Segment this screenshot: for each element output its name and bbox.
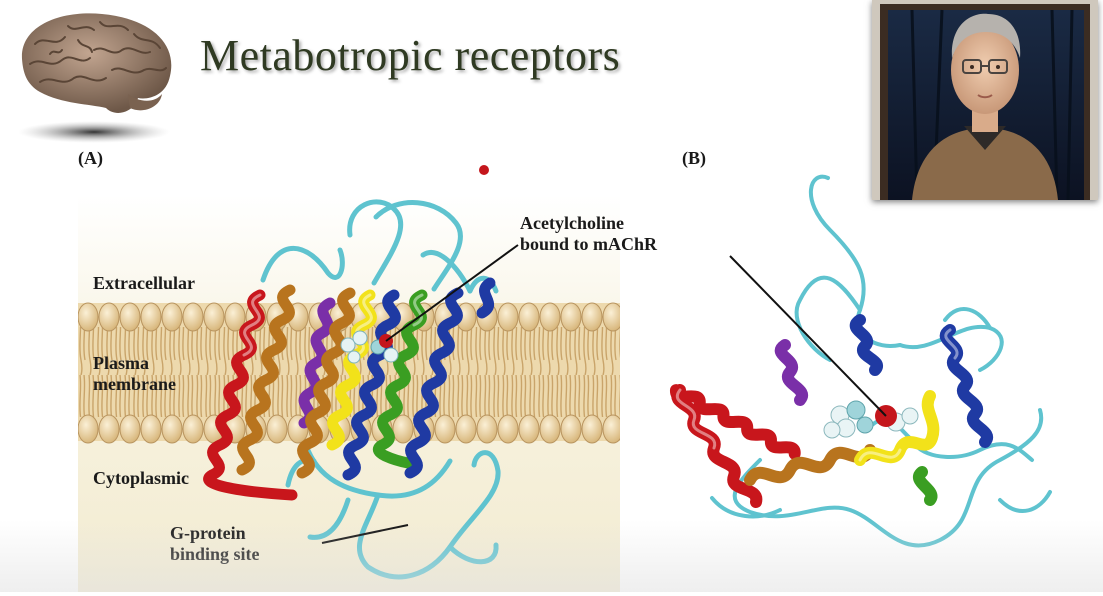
label-plasma-membrane: Plasma membrane	[93, 353, 176, 395]
label-ach-line1: Acetylcholine	[520, 213, 624, 233]
panel-label-b: (B)	[682, 148, 706, 168]
label-extracellular: Extracellular	[93, 273, 195, 293]
label-gprotein-line1: G-protein	[170, 523, 246, 543]
label-ach-line2: bound to mAChR	[520, 234, 658, 254]
label-plasma-line1: Plasma	[93, 353, 149, 373]
label-plasma-line2: membrane	[93, 374, 176, 394]
label-gprotein-site: G-protein binding site	[170, 523, 260, 565]
label-cytoplasmic: Cytoplasmic	[93, 468, 189, 488]
brain-icon	[10, 4, 180, 144]
label-gprotein-line2: binding site	[170, 544, 260, 564]
slide-title: Metabotropic receptors	[200, 31, 621, 80]
panel-label-a: (A)	[78, 148, 103, 168]
pointer-dot	[479, 165, 489, 175]
presenter-video	[872, 0, 1098, 200]
label-acetylcholine: Acetylcholine bound to mAChR	[520, 213, 657, 255]
receptor-topdown-figure	[660, 160, 1100, 592]
